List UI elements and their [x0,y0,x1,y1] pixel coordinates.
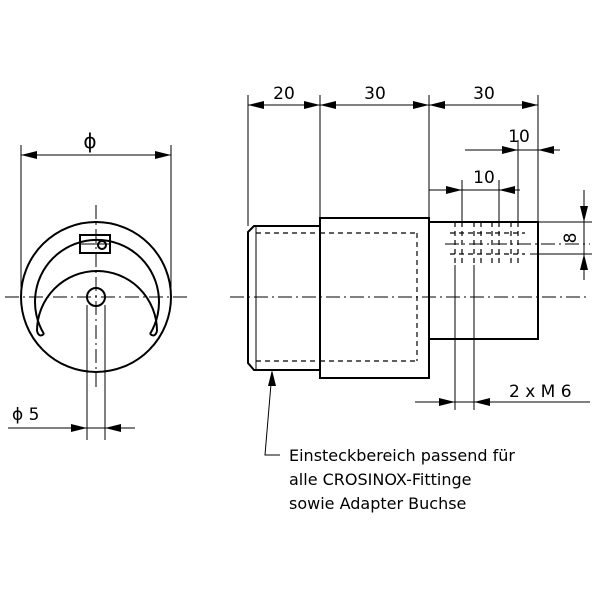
center-hole [86,287,106,307]
dim-arrow [413,101,429,109]
dim10a-arrow-left [502,146,518,154]
side-view: 20 30 30 10 10 8 2 x M 6 [230,84,592,456]
c-ring-outer-edge [34,238,160,335]
note-block: Einsteckbereich passend für alle CROSINO… [289,446,515,513]
thread-label: 2 x M 6 [509,382,572,402]
diameter-arrow-right [155,151,171,159]
dim-arrow [522,101,538,109]
dim10b-arrow-right [499,186,515,194]
dim-label-30-second: 30 [473,84,495,104]
small-dia-arrow-left [71,424,87,432]
c-ring-inner-edge [36,270,158,332]
key-tab-hole [97,240,107,250]
small-diameter-label: ϕ 5 [12,405,39,425]
dim-label-20: 20 [273,84,295,104]
dim-label-30-first: 30 [364,84,386,104]
thread-dim-arrow-right [474,398,490,406]
dim-label-10-upper: 10 [508,127,530,147]
note-line-1: Einsteckbereich passend für [289,446,515,465]
note-leader-line [264,371,280,456]
end-section-outline [428,221,539,340]
small-dia-arrow-right [105,424,121,432]
diameter-arrow-left [21,151,37,159]
note-line-3: sowie Adapter Buchse [289,494,466,513]
dim-arrow [429,101,445,109]
dim-arrow [304,101,320,109]
dim8-arrow-bottom [580,254,588,270]
dim-arrow [248,101,264,109]
c-ring-left-end [36,330,45,337]
dim10a-arrow-right [538,146,554,154]
note-line-2: alle CROSINOX-Fittinge [289,470,471,489]
end-view: ϕ ϕ 5 [5,129,190,440]
dim8-arrow-top [580,206,588,222]
thread-dim-arrow-left [439,398,455,406]
dim10b-arrow-left [446,186,462,194]
dim-label-8: 8 [561,233,581,244]
main-body-outline [319,217,430,379]
note-leader-arrow [268,370,276,386]
dim-label-10-lower: 10 [473,168,495,188]
insertion-section-outline [247,225,321,371]
c-ring-right-end [149,330,158,337]
diameter-label: ϕ [83,129,96,153]
dim-arrow [320,101,336,109]
thread-holes [445,222,590,265]
